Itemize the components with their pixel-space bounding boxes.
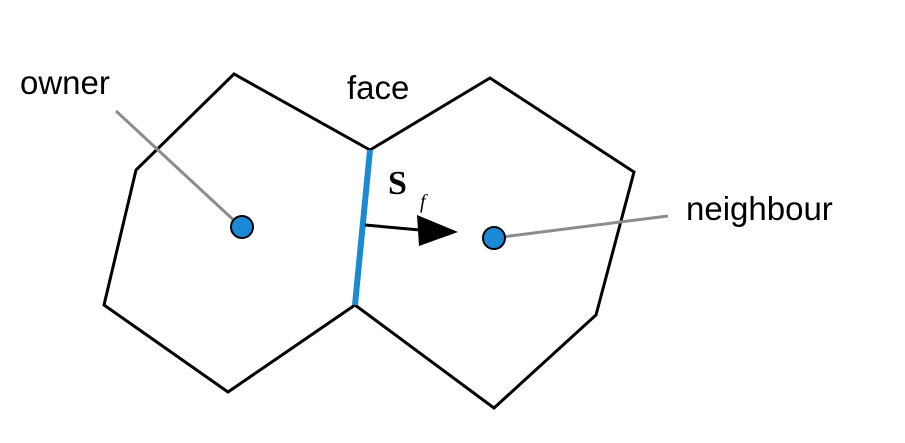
- face-vector-arrowhead: [417, 215, 458, 246]
- owner-label: owner: [20, 64, 110, 101]
- face-vector-symbol: S: [388, 165, 407, 202]
- shared-face: [352, 149, 373, 306]
- owner-cell-center: [230, 215, 254, 239]
- neighbour-leader-line: [493, 214, 669, 240]
- face-vector-shaft: [364, 223, 421, 232]
- face-label: face: [347, 69, 409, 106]
- face-vector-subscript: f: [420, 191, 428, 213]
- owner-leader-line: [114, 109, 242, 228]
- neighbour-cell-outline: [354, 76, 636, 410]
- neighbour-cell-center: [482, 226, 506, 250]
- owner-cell-outline: [102, 72, 371, 394]
- neighbour-label: neighbour: [686, 190, 833, 227]
